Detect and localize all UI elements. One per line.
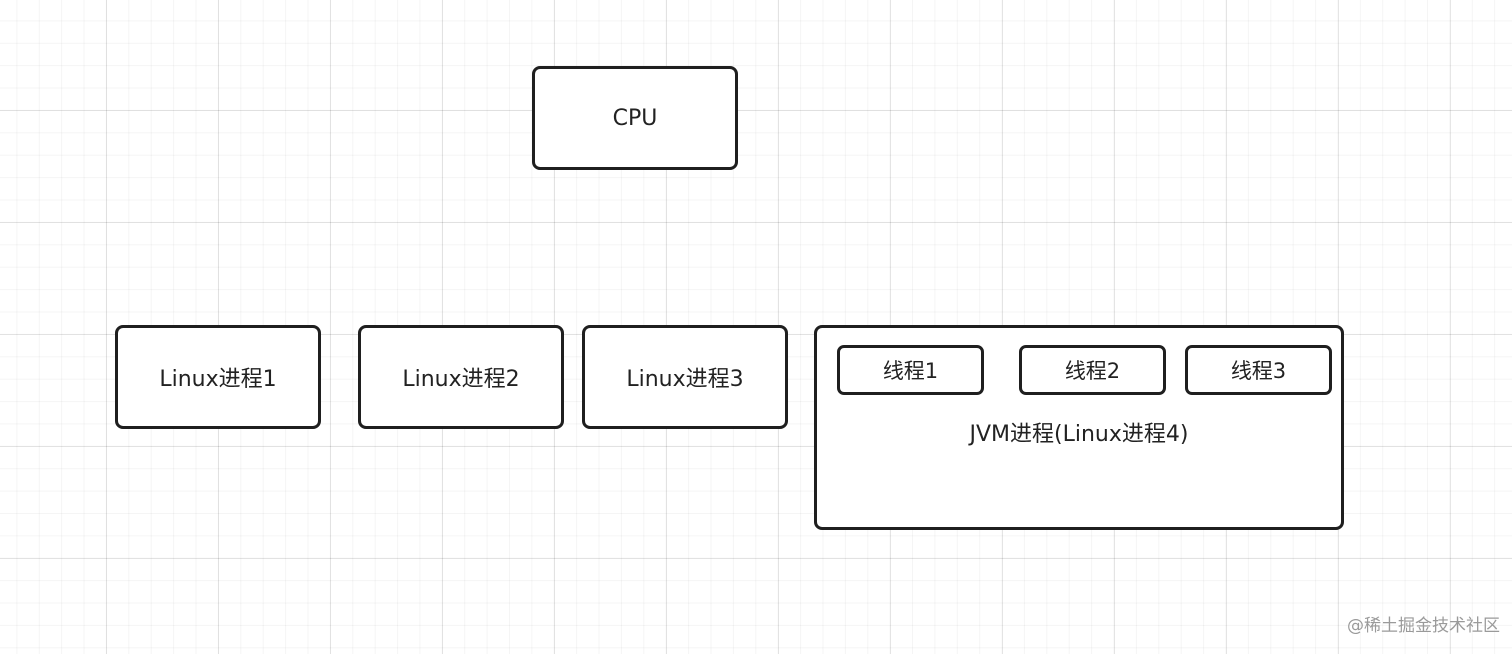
linux-process-2-node: Linux进程2 (358, 325, 564, 429)
watermark-text: @稀土掘金技术社区 (1347, 616, 1500, 636)
thread-2-node: 线程2 (1019, 345, 1166, 395)
thread-1-node: 线程1 (837, 345, 984, 395)
jvm-process-container: 线程1 线程2 线程3 JVM进程(Linux进程4) (814, 325, 1344, 530)
cpu-node: CPU (532, 66, 738, 170)
linux-process-3-node: Linux进程3 (582, 325, 788, 429)
linux-process-1-node: Linux进程1 (115, 325, 321, 429)
jvm-process-label: JVM进程(Linux进程4) (969, 422, 1189, 447)
thread-3-node: 线程3 (1185, 345, 1332, 395)
